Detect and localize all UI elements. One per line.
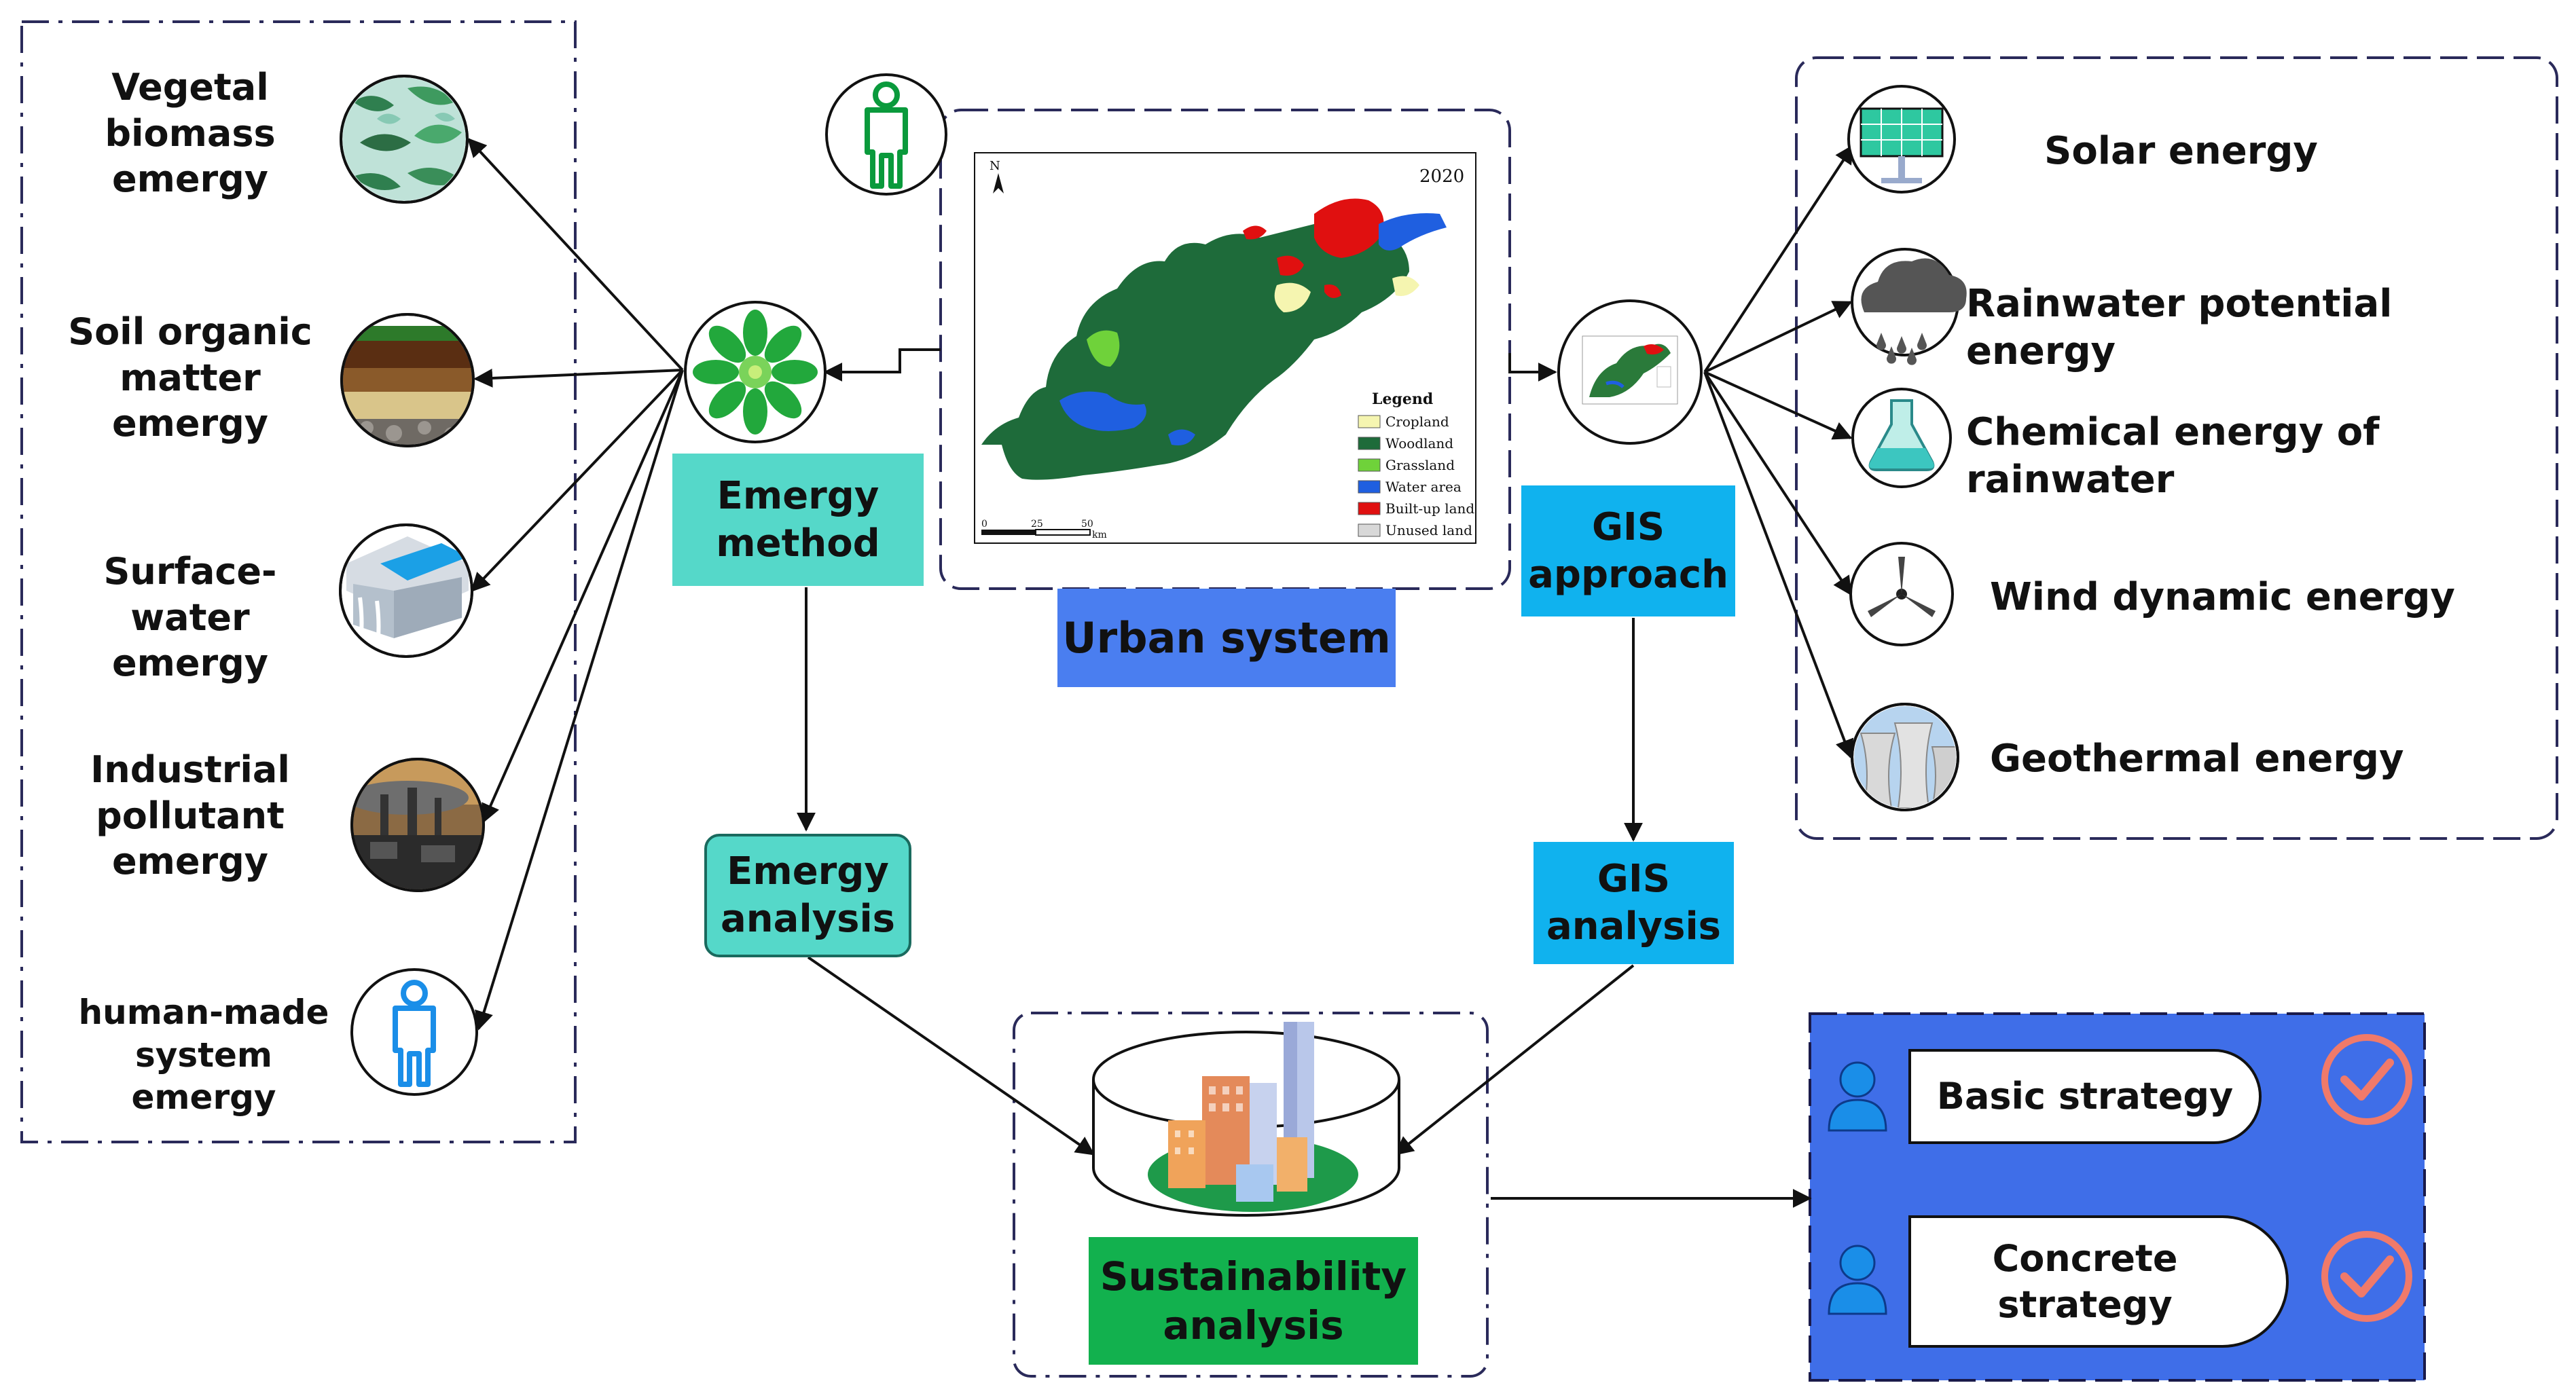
urban-system-box: Urban system	[1057, 589, 1396, 687]
right-label-wind: Wind dynamic energy	[1990, 575, 2455, 619]
right-label-solar: Solar energy	[2044, 129, 2318, 173]
legend-swatch	[1358, 523, 1381, 537]
left-label-soil: Soil organic matter emergy	[68, 310, 312, 445]
map-year: 2020	[1419, 166, 1464, 187]
arrow-to-soil	[473, 368, 683, 388]
right-label-geothermal: Geothermal energy	[1990, 737, 2404, 781]
arrow-to-wind	[1703, 371, 1852, 596]
north-label: N	[990, 159, 1000, 173]
right-label-chemical: Chemical energy of rainwater	[1966, 410, 2380, 502]
emergy-method-box: Emergy method	[672, 454, 924, 586]
water-dam-icon	[339, 523, 473, 658]
arrow-to-surface-water	[471, 369, 684, 593]
sustainability-frame	[1013, 1012, 1489, 1378]
leaf-mosaic-icon	[340, 75, 469, 204]
arrow-to-rainwater	[1704, 301, 1853, 373]
right-label-rainwater: Rainwater potential energy	[1966, 282, 2393, 373]
arrow-to-geothermal	[1703, 371, 1854, 759]
check-circle-icon	[2321, 1231, 2412, 1322]
check-circle-icon	[2321, 1034, 2412, 1125]
flask-icon	[1851, 388, 1952, 488]
emergy-hub-icon	[684, 301, 827, 443]
scale-25: 25	[1031, 519, 1043, 530]
legend-swatch	[1358, 480, 1381, 494]
legend-label: Built-up land	[1385, 500, 1474, 517]
left-label-vegetal: Vegetal biomass emergy	[105, 66, 276, 200]
city-cylinder-icon	[1092, 1022, 1400, 1217]
right-panel-frame	[1795, 56, 2558, 840]
legend-swatch	[1358, 502, 1381, 515]
scale-km: km	[1092, 530, 1107, 540]
wind-turbine-icon	[1849, 542, 1954, 646]
rain-cloud-icon	[1851, 248, 1967, 365]
arrow-map-to-emergy	[823, 348, 941, 382]
factory-smoke-icon	[350, 758, 485, 892]
land-use-map: 2020 N 0 25 50 km Legend CroplandWoodlan…	[974, 152, 1476, 544]
gis-analysis-box: GIS analysis	[1534, 842, 1734, 964]
legend-label: Cropland	[1385, 413, 1449, 430]
emergy-analysis-box: Emergy analysis	[704, 834, 911, 957]
arrow-gis-analysis-to-sustain	[1394, 964, 1635, 1156]
person-icon	[825, 73, 947, 196]
arrow-to-vegetal	[467, 137, 684, 371]
sustainability-analysis-box: Sustainability analysis	[1089, 1237, 1418, 1365]
scale-50: 50	[1081, 519, 1093, 530]
left-panel-frame	[20, 20, 577, 1143]
arrow-to-human-made	[475, 369, 684, 1031]
left-label-human-made: human-made system emergy	[78, 993, 329, 1117]
scale-0: 0	[981, 519, 987, 530]
arrow-to-industrial	[482, 369, 684, 824]
legend-swatch	[1358, 415, 1381, 428]
arrow-to-solar	[1703, 144, 1854, 373]
legend-swatch	[1358, 458, 1381, 472]
arrow-map-to-gis	[1508, 353, 1557, 382]
legend-title: Legend	[1372, 390, 1433, 408]
solar-panel-icon	[1847, 85, 1956, 194]
legend-label: Water area	[1385, 479, 1462, 495]
user-icon	[1828, 1061, 1887, 1132]
arrow-emergy-analysis-to-sustain	[807, 956, 1095, 1156]
legend-swatch	[1358, 437, 1381, 450]
cooling-tower-icon	[1851, 703, 1959, 811]
arrow-to-chemical	[1704, 371, 1853, 440]
legend-label: Unused land	[1385, 522, 1472, 538]
concrete-strategy-pill: Concrete strategy	[1908, 1215, 2289, 1348]
person-icon	[350, 968, 478, 1096]
gis-hub-icon	[1557, 299, 1703, 445]
left-label-industrial: Industrial pollutant emergy	[90, 748, 290, 883]
basic-strategy-pill: Basic strategy	[1908, 1049, 2262, 1144]
user-icon	[1828, 1245, 1887, 1315]
gis-approach-box: GIS approach	[1521, 485, 1735, 616]
soil-layers-icon	[340, 313, 475, 447]
left-label-surface-water: Surface-water emergy	[103, 550, 277, 684]
legend-label: Grassland	[1385, 457, 1455, 473]
legend-label: Woodland	[1385, 435, 1453, 452]
